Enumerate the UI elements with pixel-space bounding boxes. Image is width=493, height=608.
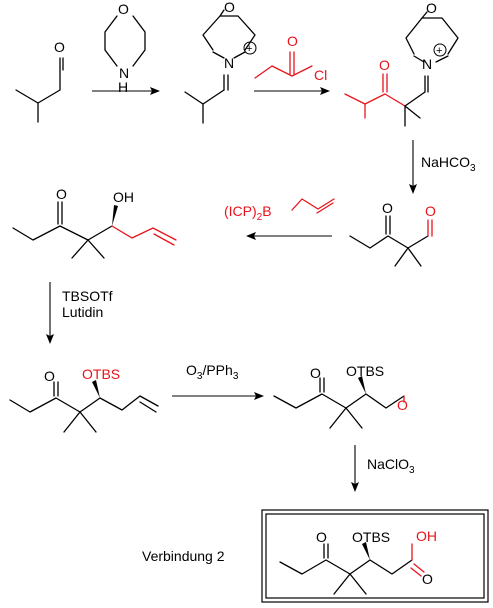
atom-o: O xyxy=(422,571,433,587)
atom-n: N xyxy=(119,65,129,81)
atom-o: O xyxy=(310,365,321,381)
reagent-lutidin: Lutidin xyxy=(62,304,103,320)
atom-otbs: OTBS xyxy=(82,366,120,382)
atom-n: N xyxy=(224,55,234,71)
reagent-tbsotf: TBSOTf xyxy=(62,288,113,304)
keto-aldehyde: O O xyxy=(349,200,436,267)
acylated-iminium: O N O + xyxy=(344,0,459,127)
atom-o: O xyxy=(316,529,327,545)
arrow-1 xyxy=(92,87,160,95)
propionyl-chloride: O Cl xyxy=(254,33,327,83)
isobutyraldehyde: O xyxy=(15,39,65,123)
arrow-6: O3/PPh3 xyxy=(172,362,264,400)
atom-o: O xyxy=(397,397,408,413)
atom-o: O xyxy=(426,0,437,16)
arrow-2 xyxy=(254,87,330,95)
aldehyde: O OTBS O xyxy=(273,363,408,429)
arrow-7: NaClO3 xyxy=(351,445,415,492)
tbs-ether: O OTBS xyxy=(9,366,159,433)
homoallyl-alcohol: O OH xyxy=(12,186,177,259)
atom-o: O xyxy=(44,368,55,384)
atom-o: O xyxy=(224,0,235,15)
atom-cl: Cl xyxy=(314,67,327,83)
atom-o: O xyxy=(118,1,129,17)
atom-o: O xyxy=(425,203,436,219)
atom-otbs: OTBS xyxy=(346,363,384,379)
reagent-nahco3: NaHCO3 xyxy=(421,154,476,174)
arrow-4: (ICP)2B xyxy=(224,198,335,240)
atom-h: H xyxy=(118,79,128,95)
charge-plus: + xyxy=(436,45,442,57)
charge-plus: + xyxy=(246,43,252,55)
atom-o: O xyxy=(382,200,393,216)
atom-oh: OH xyxy=(416,528,437,544)
compound-label: Verbindung 2 xyxy=(142,548,225,564)
atom-oh: OH xyxy=(113,189,134,205)
atom-otbs: OTBS xyxy=(352,529,390,545)
reagent-naclo3: NaClO3 xyxy=(367,456,415,476)
atom-o: O xyxy=(287,33,298,49)
compound-2-box xyxy=(261,509,489,603)
arrow-5: TBSOTf Lutidin xyxy=(46,282,113,344)
atom-o: O xyxy=(56,186,67,202)
reagent-allylborane: (ICP)2B xyxy=(224,203,272,223)
atom-o: O xyxy=(379,57,390,73)
atom-o: O xyxy=(54,39,65,55)
morpholine: O N H xyxy=(104,1,146,95)
carboxylic-acid: O OTBS OH O xyxy=(279,528,437,595)
arrow-3: NaHCO3 xyxy=(409,140,476,194)
atom-n: N xyxy=(422,56,432,72)
reagent-ozone: O3/PPh3 xyxy=(186,362,239,382)
iminium-intermediate: N O + xyxy=(184,0,257,124)
